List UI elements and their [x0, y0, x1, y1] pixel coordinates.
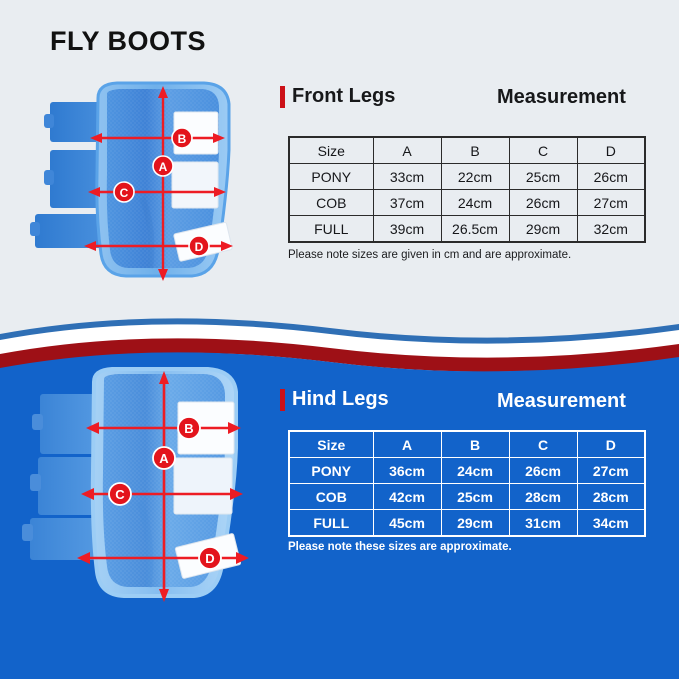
cell-c: 28cm	[508, 483, 578, 510]
cell-a: 36cm	[372, 457, 442, 484]
column-header-b: B	[440, 430, 510, 458]
svg-text:C: C	[115, 487, 125, 502]
front-legs-size-table: Size A B C D PONY 33cm 22cm 25cm 26cm CO…	[288, 136, 646, 243]
cell-d: 32cm	[576, 215, 646, 243]
svg-text:C: C	[120, 186, 129, 200]
cell-c: 26cm	[508, 189, 578, 216]
accent-bar-icon	[280, 85, 285, 108]
column-header-size: Size	[288, 430, 374, 458]
front-legs-header: Front Legs	[280, 85, 395, 108]
cell-d: 27cm	[576, 189, 646, 216]
cell-d: 28cm	[576, 483, 646, 510]
column-header-d: D	[576, 430, 646, 458]
marker-badge-a: A	[152, 155, 174, 177]
row-label: PONY	[288, 457, 374, 484]
column-header-a: A	[372, 136, 442, 164]
hind-leg-product-photo: A B C D	[12, 362, 280, 618]
front-legs-note: Please note sizes are given in cm and ar…	[288, 249, 572, 261]
hind-measurement-label: Measurement	[497, 390, 626, 412]
column-header-a: A	[372, 430, 442, 458]
cell-a: 39cm	[372, 215, 442, 243]
column-header-b: B	[440, 136, 510, 164]
table-row: COB 42cm 25cm 28cm 28cm	[288, 483, 646, 510]
hind-legs-note: Please note these sizes are approximate.	[288, 541, 512, 553]
row-label: FULL	[288, 215, 374, 243]
table-row: PONY 33cm 22cm 25cm 26cm	[288, 163, 646, 190]
cell-a: 42cm	[372, 483, 442, 510]
cell-d: 34cm	[576, 509, 646, 537]
row-label: FULL	[288, 509, 374, 537]
table-header-row: Size A B C D	[288, 430, 646, 458]
marker-badge-a: A	[152, 446, 176, 470]
page-title: FLY BOOTS	[50, 26, 207, 56]
column-header-d: D	[576, 136, 646, 164]
cell-b: 25cm	[440, 483, 510, 510]
cell-c: 26cm	[508, 457, 578, 484]
cell-a: 37cm	[372, 189, 442, 216]
accent-bar-icon	[280, 388, 285, 411]
column-header-c: C	[508, 430, 578, 458]
cell-a: 45cm	[372, 509, 442, 537]
marker-badge-c: C	[113, 181, 135, 203]
marker-badge-b: B	[171, 127, 193, 149]
table-row: FULL 39cm 26.5cm 29cm 32cm	[288, 215, 646, 243]
hind-legs-title: Hind Legs	[292, 388, 389, 410]
front-measurement-label: Measurement	[497, 86, 626, 108]
cell-a: 33cm	[372, 163, 442, 190]
svg-text:B: B	[184, 421, 193, 436]
table-row: COB 37cm 24cm 26cm 27cm	[288, 189, 646, 216]
row-label: COB	[288, 189, 374, 216]
svg-text:A: A	[159, 451, 169, 466]
marker-badge-d: D	[188, 235, 210, 257]
marker-badge-c: C	[108, 482, 132, 506]
cell-b: 29cm	[440, 509, 510, 537]
hind-legs-size-table: Size A B C D PONY 36cm 24cm 26cm 27cm CO…	[288, 430, 646, 537]
cell-d: 27cm	[576, 457, 646, 484]
column-header-size: Size	[288, 136, 374, 164]
cell-b: 26.5cm	[440, 215, 510, 243]
table-header-row: Size A B C D	[288, 136, 646, 164]
wave-red-band	[0, 338, 679, 372]
svg-text:D: D	[195, 240, 204, 254]
table-row: FULL 45cm 29cm 31cm 34cm	[288, 509, 646, 537]
marker-badge-b: B	[177, 416, 201, 440]
cell-b: 22cm	[440, 163, 510, 190]
hind-legs-header: Hind Legs	[280, 388, 389, 411]
svg-text:A: A	[159, 160, 168, 174]
front-leg-product-photo: A B C D	[22, 78, 274, 286]
row-label: PONY	[288, 163, 374, 190]
front-legs-title: Front Legs	[292, 85, 396, 107]
cell-c: 25cm	[508, 163, 578, 190]
column-header-c: C	[508, 136, 578, 164]
row-label: COB	[288, 483, 374, 510]
marker-badge-d: D	[198, 546, 222, 570]
cell-b: 24cm	[440, 457, 510, 484]
svg-text:B: B	[178, 132, 187, 146]
cell-c: 29cm	[508, 215, 578, 243]
wave-white-band	[0, 324, 679, 360]
cell-b: 24cm	[440, 189, 510, 216]
cell-c: 31cm	[508, 509, 578, 537]
cell-d: 26cm	[576, 163, 646, 190]
svg-text:D: D	[205, 551, 214, 566]
table-row: PONY 36cm 24cm 26cm 27cm	[288, 457, 646, 484]
